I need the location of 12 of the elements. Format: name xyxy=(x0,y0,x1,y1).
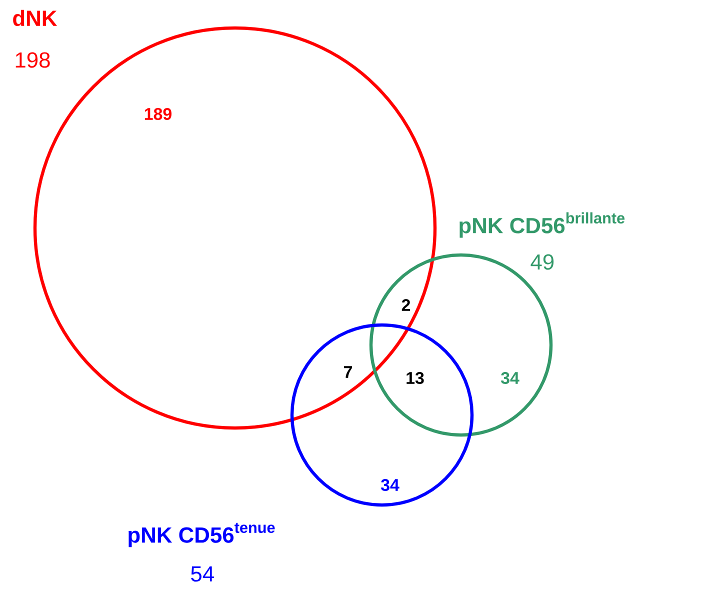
set-count: 54 xyxy=(191,566,214,582)
region-count: 34 xyxy=(380,479,400,491)
set-name: $\text{pNK CD56}^{\text{tenue}}$ xyxy=(128,522,275,548)
set-name: $\text{pNK CD56}^{\text{brillante}}$ xyxy=(460,212,625,238)
set-name: $\text{dNK}$ xyxy=(13,10,58,26)
region-count: 13 xyxy=(406,372,424,384)
set-count: 49 xyxy=(530,254,554,270)
region-count: 7 xyxy=(344,366,352,378)
region-count: 34 xyxy=(500,372,520,384)
region-count: 189 xyxy=(144,108,172,120)
set-count: 198 xyxy=(16,52,50,68)
region-count: 2 xyxy=(402,299,410,311)
